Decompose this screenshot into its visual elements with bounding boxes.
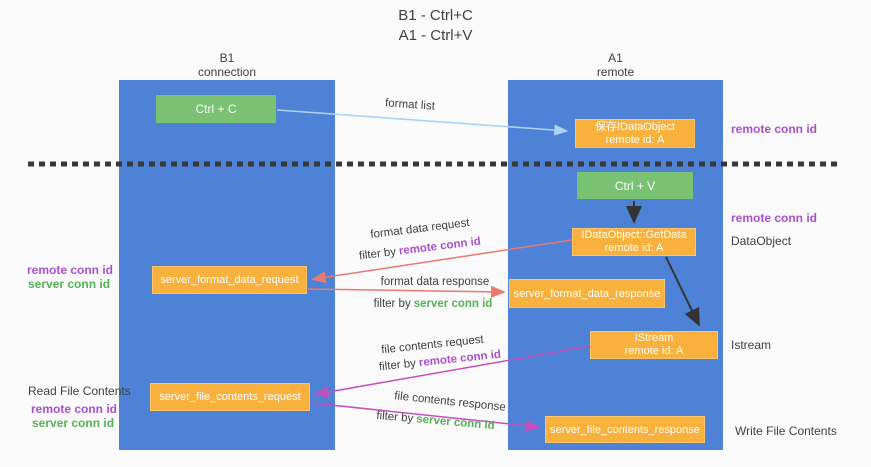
getdata-line1: IDataObject::GetData [581,229,687,241]
filter-by-text: filter by [378,357,417,374]
filter-by-text: filter by [373,298,411,310]
diagram-title: B1 - Ctrl+C A1 - Ctrl+V [0,6,871,46]
right-dataobject-label: DataObject [731,234,792,248]
server-format-data-response-label: server_format_data_response [513,287,661,300]
server-format-data-response-node: server_format_data_response [509,279,665,308]
left-remote-conn-id-1: remote conn id [27,263,114,277]
ctrl-v-node: Ctrl + V [577,172,693,199]
save-dataobject-node: 保存IDataObject remote id: A [575,119,695,148]
left-remote-conn-id-2: remote conn id [31,402,118,416]
lane-b1-role: connection [197,65,257,79]
getdata-node: IDataObject::GetData remote id: A [572,228,696,256]
format-data-response-label: format data response [380,276,490,288]
left-server-conn-id-2: server conn id [32,416,115,430]
left-server-conn-id-1: server conn id [28,277,111,291]
server-file-contents-request-label: server_file_contents_request [159,391,301,403]
lane-header-b1: B1 connection [119,51,335,79]
right-write-file-contents-label: Write File Contents [735,424,837,438]
right-istream-label: Istream [731,338,772,352]
save-dataobject-line1: 保存IDataObject [594,120,676,133]
filter-by-text: filter by [358,245,397,263]
filter-by-text: filter by [375,409,414,426]
remote-conn-id-text: remote conn id [398,235,482,258]
istream-line1: IStream [634,332,674,344]
lane-a1-name: A1 [608,51,623,65]
title-line-1: B1 - Ctrl+C [398,7,473,24]
right-remote-conn-id-mid: remote conn id [731,211,818,225]
istream-node: IStream remote id: A [590,331,718,359]
istream-line2: remote id: A [624,345,684,357]
server-file-contents-request-node: server_file_contents_request [150,383,310,411]
server-conn-id-text: server conn id [415,413,496,433]
file-contents-response-label: file contents response [393,390,507,414]
right-remote-conn-id-top: remote conn id [731,122,818,136]
lane-header-a1: A1 remote [508,51,723,79]
server-format-data-request-node: server_format_data_request [152,266,307,294]
title-line-2: A1 - Ctrl+V [398,27,473,44]
ctrl-c-node: Ctrl + C [156,95,276,123]
lane-b1-name: B1 [219,51,235,65]
server-file-contents-response-node: server_file_contents_response [545,416,705,443]
server-file-contents-response-label: server_file_contents_response [550,423,700,436]
format-data-response-arrow [307,285,506,298]
server-format-data-request-label: server_format_data_request [160,274,299,286]
format-list-label: format list [384,97,436,113]
left-read-file-contents-label: Read File Contents [28,384,131,398]
save-dataobject-line2: remote id: A [605,133,665,146]
ctrl-c-label: Ctrl + C [195,102,237,116]
remote-conn-id-text: remote conn id [418,348,502,370]
ctrl-v-label: Ctrl + V [614,178,656,193]
lane-a1-role: remote [596,65,635,79]
getdata-line2: remote id: A [604,242,664,254]
server-conn-id-text: server conn id [413,298,493,310]
